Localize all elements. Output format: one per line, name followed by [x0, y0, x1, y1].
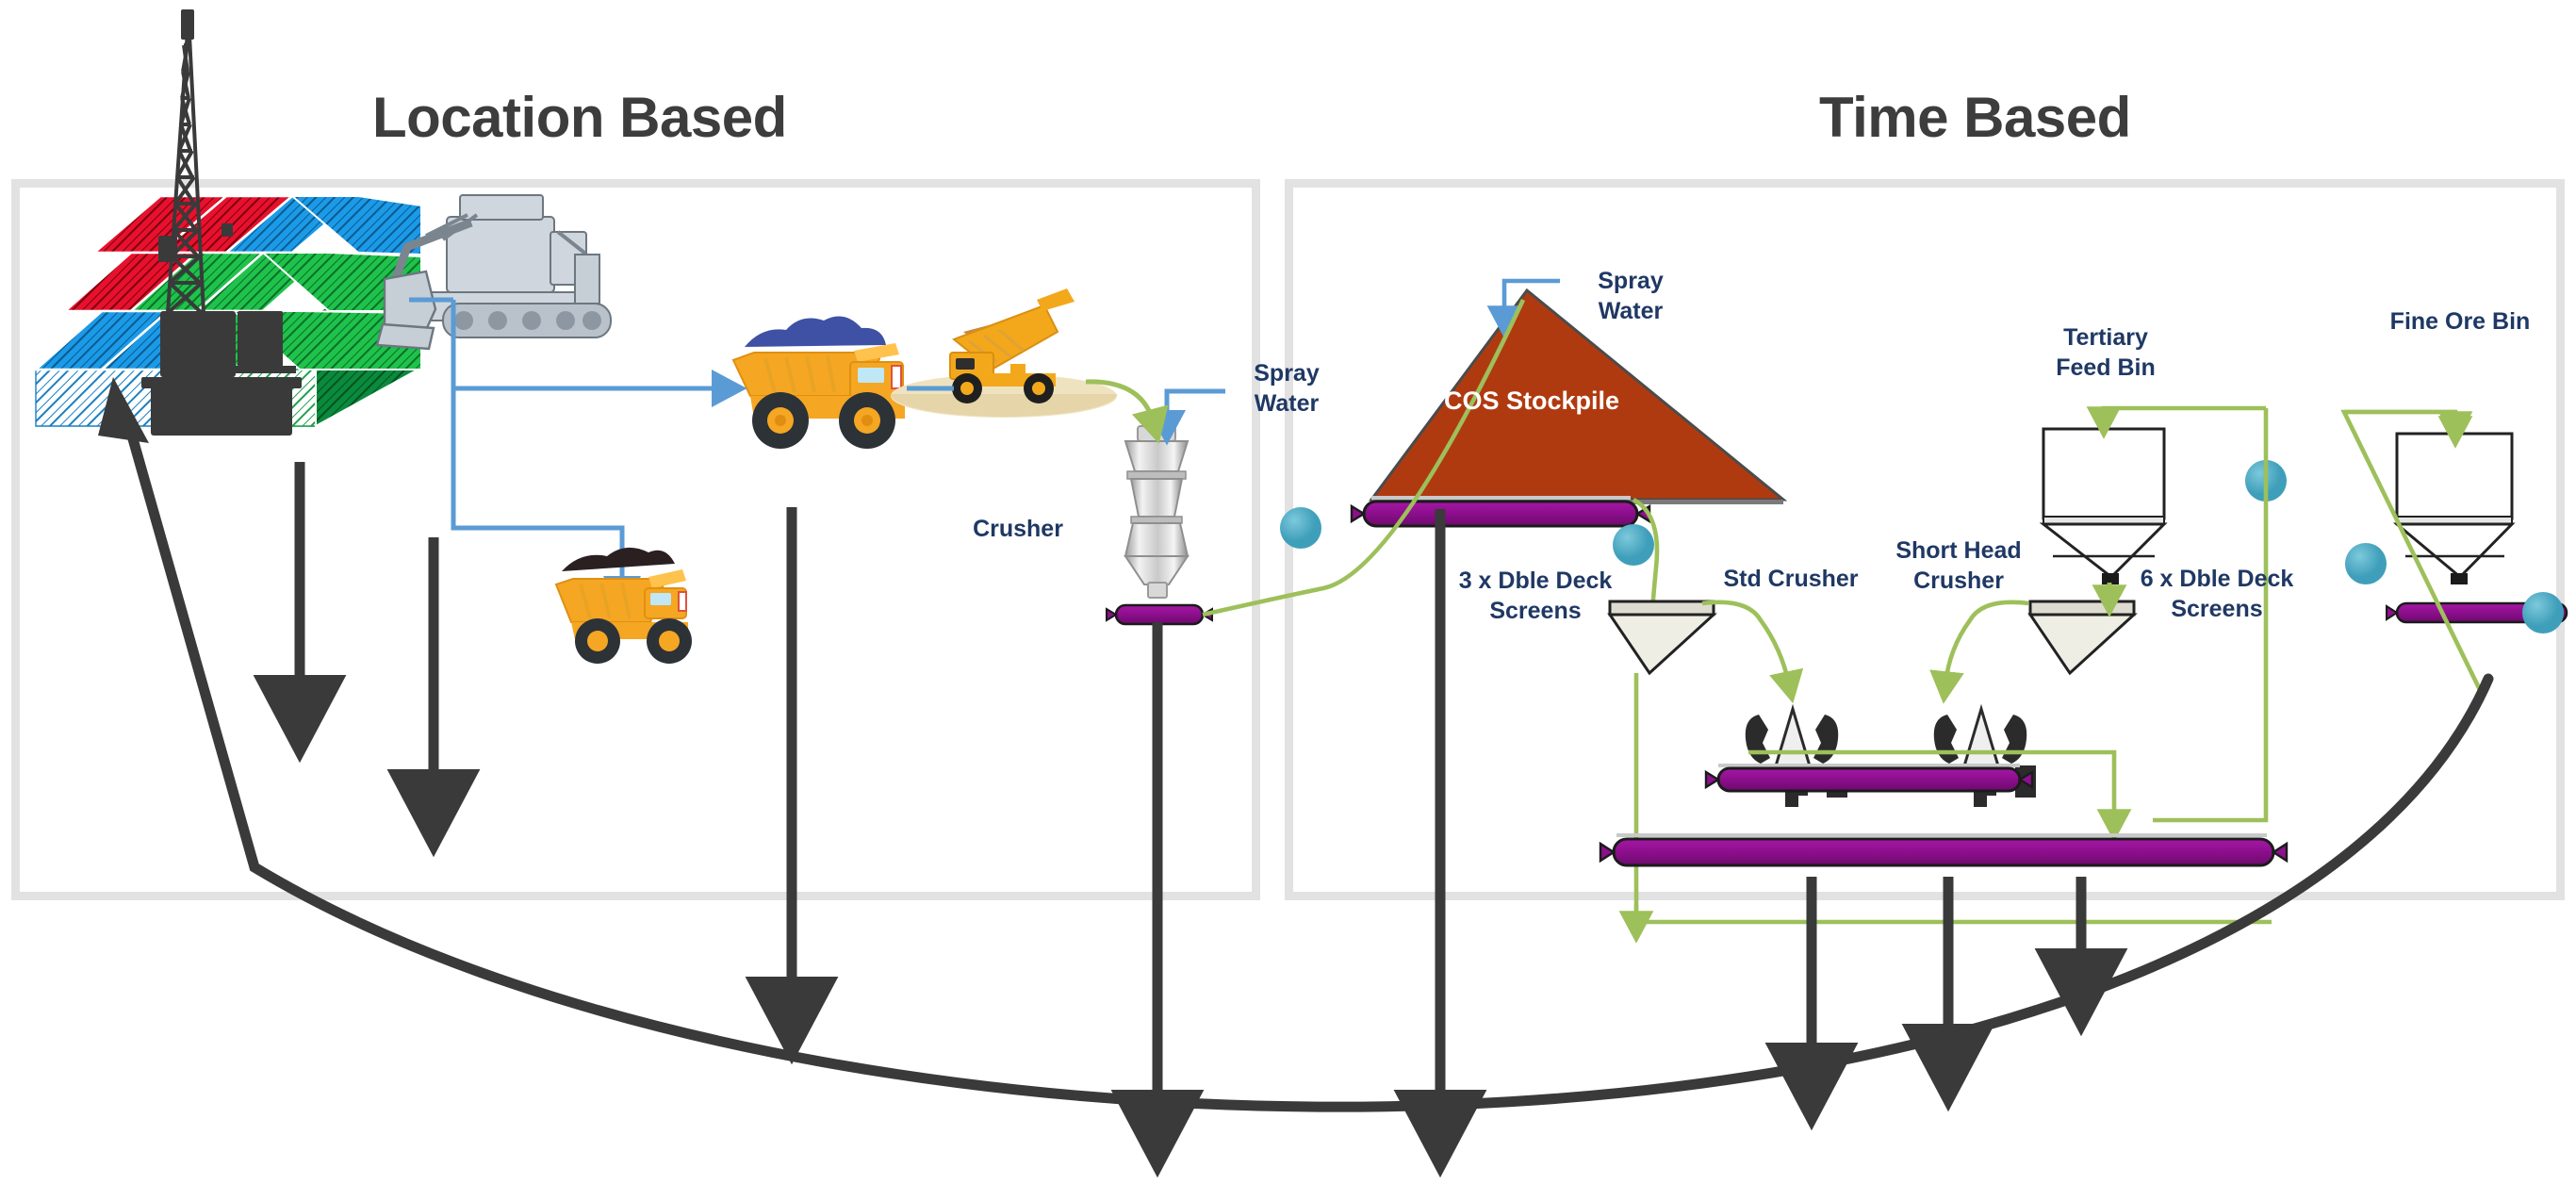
screen1-to-std-crusher-flow: [1701, 600, 1804, 704]
fine-ore-bin-feed-flow: [2340, 409, 2486, 699]
feedback-arc-icon: [98, 377, 2494, 1112]
std-crusher-label: Std Crusher: [1723, 566, 1859, 592]
six-dble-deck-screens-label: 6 x Dble Deck Screens: [2140, 566, 2294, 622]
spray-water-arrow-crusher-icon: [1148, 388, 1225, 446]
transfer-node-icon-4: [2345, 543, 2387, 584]
haul-truck-loaded-icon: [731, 316, 905, 449]
location-based-title: Location Based: [372, 86, 787, 149]
screen1-undersize-flow: [1618, 673, 2272, 944]
transfer-node-icon-2: [1613, 524, 1654, 566]
screen2-to-shorthead-flow: [1929, 600, 2029, 704]
conveyor-belt-icon-mid: [1704, 764, 2034, 793]
electric-shovel-icon: [375, 194, 612, 351]
transfer-node-icon-1: [1280, 507, 1321, 549]
spray-water-label-stockpile: Spray Water: [1598, 268, 1664, 324]
cos-stockpile-label: COS Stockpile: [1443, 387, 1620, 415]
conveyor-belt-icon-stockpile: [1350, 496, 1651, 528]
recirculation-flow: [2153, 408, 2269, 823]
spray-water-arrow-stockpile-icon: [1486, 278, 1560, 338]
dump-truck-tipping-icon: [949, 288, 1075, 403]
drill-rig-icon: [141, 9, 302, 436]
sample-down-arrows: [253, 462, 2128, 1178]
conveyor-belt-icon-main: [1599, 833, 2289, 867]
conveyor-belt-icon-crusher: [1106, 603, 1213, 626]
spray-water-label-crusher: Spray Water: [1254, 360, 1320, 417]
tertiary-bin-feed-flow: [2086, 405, 2266, 439]
transfer-node-icon-5: [2522, 592, 2564, 633]
tertiary-feed-bin-label: Tertiary Feed Bin: [2056, 324, 2156, 381]
crusher-product-flow: [1748, 749, 2132, 842]
location-based-panel: [11, 179, 1260, 900]
time-based-title: Time Based: [1819, 86, 2131, 149]
vibrating-screen-icon-1: [1607, 600, 1717, 676]
rom-to-crusher-flow: [1085, 379, 1169, 444]
crusher-to-stockpile-flow: [1202, 299, 1526, 617]
storage-bin-icon-fineore: [2392, 432, 2516, 584]
crusher-label: Crusher: [973, 516, 1063, 542]
rom-pad-icon: [891, 374, 1117, 418]
storage-bin-icon-tertiary: [2039, 427, 2168, 584]
fine-ore-bin-label: Fine Ore Bin: [2389, 308, 2531, 335]
haul-truck-ore-icon: [554, 547, 692, 664]
short-head-crusher-label: Short Head Crusher: [1895, 537, 2022, 594]
gyratory-crusher-icon: [1124, 425, 1190, 599]
three-dble-deck-screens-label: 3 x Dble Deck Screens: [1458, 568, 1613, 624]
